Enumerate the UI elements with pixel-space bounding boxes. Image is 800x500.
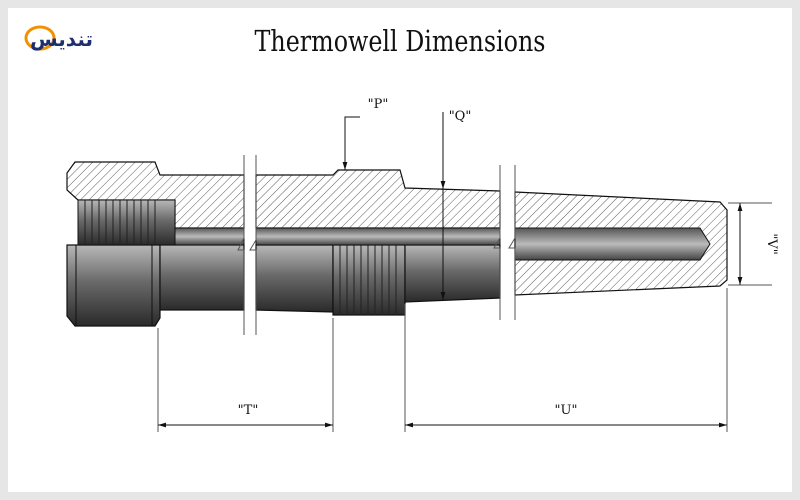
label-v: "V" <box>764 233 779 254</box>
label-t: "T" <box>238 403 259 418</box>
dimension-u: "U" <box>405 403 727 428</box>
svg-text:تندیس: تندیس <box>30 27 93 51</box>
label-u: "U" <box>555 403 578 418</box>
dimension-p: "P" <box>342 97 389 170</box>
diagram-title: Thermowell Dimensions <box>254 24 546 58</box>
extension-lines <box>157 288 728 432</box>
dimension-t: "T" <box>158 403 333 428</box>
dimension-q: "Q" <box>440 109 472 300</box>
label-p: "P" <box>368 97 389 112</box>
dimension-v: "V" <box>728 202 779 286</box>
thermowell-exterior <box>66 244 501 327</box>
label-q: "Q" <box>449 109 472 124</box>
thermowell-section <box>66 155 728 335</box>
company-logo: تندیس <box>24 25 93 51</box>
